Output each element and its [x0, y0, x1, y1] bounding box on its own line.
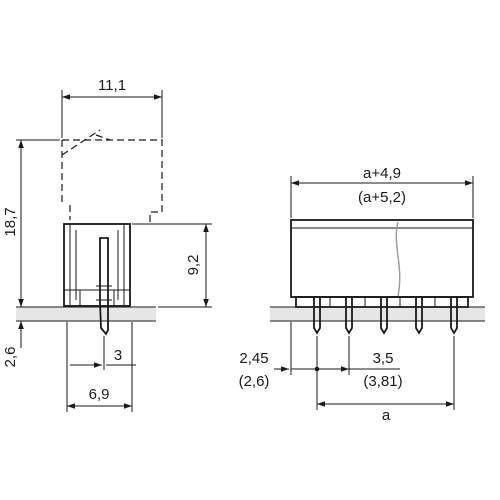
front-pins: [313, 297, 458, 335]
dim-base-6-9: 6,9: [89, 386, 110, 403]
front-view: a+4,9 (a+5,2) 2,45 (2,6) 3,5 (3,81) a: [239, 165, 485, 424]
dim-total-width-alt: (a+5,2): [358, 189, 406, 206]
side-housing: [63, 223, 131, 307]
dim-pitch-alt: (3,81): [363, 373, 402, 390]
dim-edge-offset: 2,45: [239, 350, 268, 367]
dim-height-9-2: 9,2: [185, 255, 202, 276]
side-pcb-board: [16, 307, 156, 321]
dim-height-18-7: 18,7: [2, 207, 19, 236]
side-pin: [99, 237, 109, 336]
front-pcb-board: [270, 307, 485, 321]
side-view: 11,1 18,7 9,2 2,6 3 6,9: [2, 77, 212, 412]
dim-pitch-3: 3: [114, 347, 122, 364]
dim-pin-length-2-6: 2,6: [2, 347, 19, 368]
front-housing: [290, 219, 474, 298]
dim-total-width: a+4,9: [363, 165, 401, 182]
dim-pitch: 3,5: [373, 350, 394, 367]
dim-width-11-1: 11,1: [98, 77, 126, 94]
dim-span-a: a: [382, 407, 391, 424]
dim-edge-offset-alt: (2,6): [239, 373, 270, 390]
side-mating-plug-outline: [61, 129, 163, 226]
